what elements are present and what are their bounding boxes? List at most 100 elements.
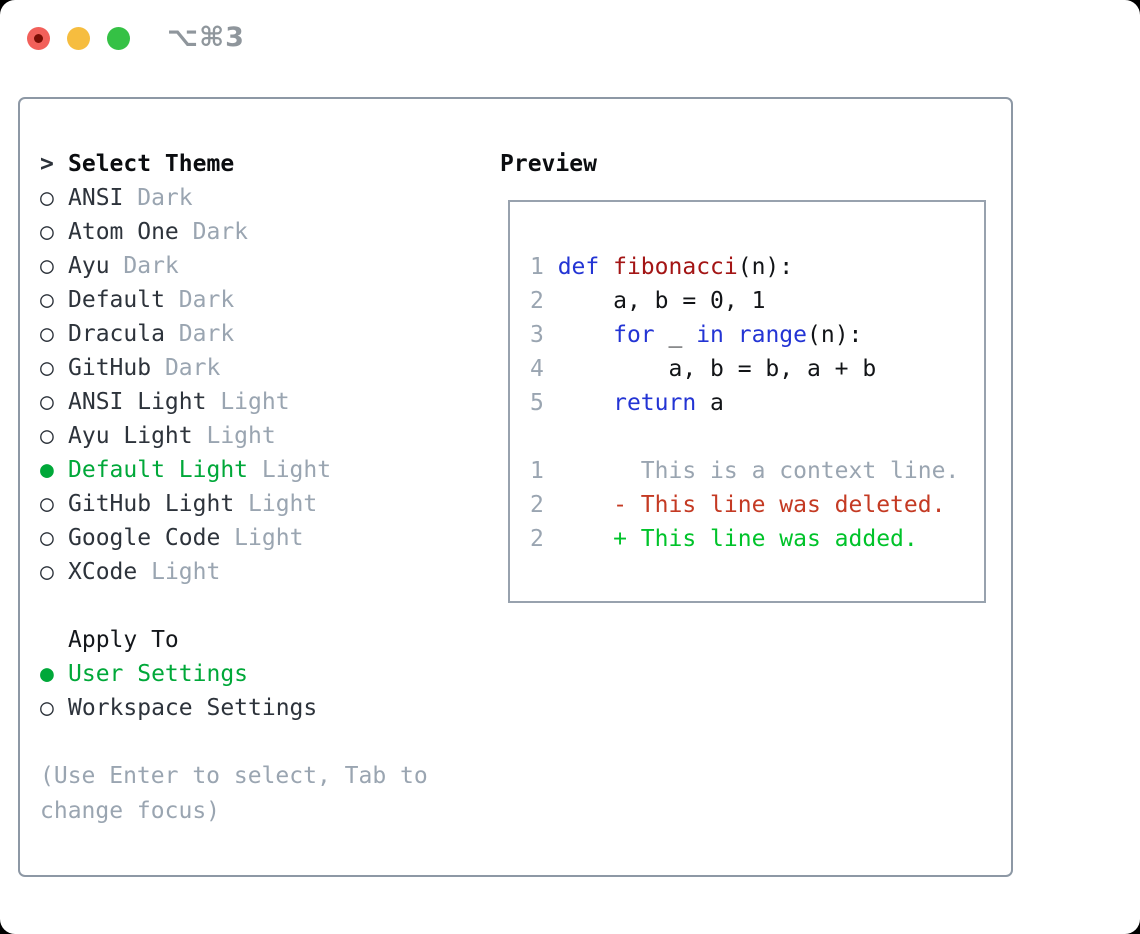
code-line: 1 def fibonacci(n):: [530, 250, 984, 284]
option-variant-label: Dark: [164, 287, 235, 313]
theme-list: ○ ANSI Dark ○ Atom One Dark ○ Ayu Dark ○ Defaul…: [40, 181, 500, 589]
focus-caret-icon: >: [40, 151, 54, 177]
main-panel: > Select Theme ○ ANSI Dark ○ Atom One Dark ○ A…: [18, 97, 1013, 877]
theme-option[interactable]: ○GitHub Light Light: [40, 487, 500, 521]
code-line: 2 a, b = 0, 1: [530, 284, 984, 318]
line-number: 2: [530, 526, 558, 552]
option-label: Ayu: [68, 253, 110, 279]
option-label: User Settings: [68, 661, 249, 687]
code-text: def fibonacci(n):: [557, 254, 794, 280]
window-title: ⌥⌘3: [167, 22, 245, 53]
zoom-button[interactable]: [107, 27, 130, 50]
theme-option[interactable]: ○ Ayu Light Light: [40, 419, 500, 453]
line-number: 1: [530, 458, 558, 484]
option-label: ANSI: [68, 185, 124, 211]
radio-icon: ●: [40, 457, 54, 483]
line-number: 1: [530, 254, 558, 280]
select-theme-heading-label: Select Theme: [68, 151, 235, 177]
theme-option[interactable]: ○ Ayu Dark: [40, 249, 500, 283]
diff-text: + This line was added.: [557, 526, 918, 552]
option-label: Default Light: [68, 457, 249, 483]
record-dot-icon: [34, 34, 43, 43]
radio-icon: ○: [40, 389, 54, 415]
minimize-button[interactable]: [67, 27, 90, 50]
code-line: 3 for _ in range(n):: [530, 318, 984, 352]
preview-column: Preview 1 def fibonacci(n):2 a, b = 0, 1…: [500, 147, 1011, 875]
radio-icon: ○: [40, 559, 54, 585]
theme-option[interactable]: ○ ANSI Light Light: [40, 385, 500, 419]
diff-text: This is a context line.: [557, 458, 960, 484]
spacer: [40, 589, 500, 623]
apply-to-heading-label: Apply To: [68, 627, 179, 653]
theme-option[interactable]: ● Default Light Light: [40, 453, 500, 487]
preview-spacer: [530, 420, 984, 454]
close-button[interactable]: [27, 27, 50, 50]
option-variant-label: Dark: [178, 219, 249, 245]
radio-icon: ○: [40, 287, 54, 313]
radio-icon: ○: [40, 253, 54, 279]
option-variant-label: Light: [206, 389, 290, 415]
radio-icon: ●: [40, 661, 54, 687]
diff-text: - This line was deleted.: [557, 492, 946, 518]
diff-preview: 1 This is a context line.2 - This line w…: [530, 454, 984, 556]
option-variant-label: Light: [248, 457, 332, 483]
radio-icon: ○: [40, 355, 54, 381]
option-label: Ayu Light: [68, 423, 193, 449]
theme-option[interactable]: ○Dracula Dark: [40, 317, 500, 351]
apply-option[interactable]: ○ Workspace Settings: [40, 691, 500, 725]
code-line: 5 return a: [530, 386, 984, 420]
diff-line: 2 - This line was deleted.: [530, 488, 984, 522]
radio-icon: ○: [40, 491, 54, 517]
window-titlebar: ⌥⌘3: [0, 0, 1140, 97]
option-variant-label: Light: [192, 423, 276, 449]
option-label: Google Code: [68, 525, 221, 551]
diff-line: 1 This is a context line.: [530, 454, 984, 488]
theme-option[interactable]: ○ Google Code Light: [40, 521, 500, 555]
radio-icon: ○: [40, 219, 54, 245]
theme-option[interactable]: ○ XCode Light: [40, 555, 500, 589]
code-text: for _ in range(n):: [613, 322, 863, 348]
option-variant-label: Dark: [164, 321, 235, 347]
option-label: Default: [68, 287, 165, 313]
option-label: Dracula: [68, 321, 165, 347]
radio-icon: ○: [40, 423, 54, 449]
traffic-lights: [27, 27, 130, 50]
apply-option[interactable]: ● User Settings: [40, 657, 500, 691]
radio-icon: ○: [40, 695, 54, 721]
code-text: return a: [613, 390, 724, 416]
option-label: GitHub: [68, 355, 152, 381]
option-variant-label: Light: [137, 559, 221, 585]
theme-option[interactable]: ○ GitHub Dark: [40, 351, 500, 385]
option-variant-label: Light: [220, 525, 304, 551]
line-number: 5: [530, 390, 558, 416]
option-label: ANSI Light: [68, 389, 207, 415]
code-text: a, b = b, a + b: [557, 356, 877, 382]
apply-to-list: ● User Settings ○ Workspace Settings: [40, 657, 500, 725]
line-number: 2: [530, 288, 558, 314]
radio-icon: ○: [40, 525, 54, 551]
line-number: 4: [530, 356, 558, 382]
apply-to-heading: Apply To: [40, 623, 500, 657]
theme-option[interactable]: ○ ANSI Dark: [40, 181, 500, 215]
code-text: a, b = 0, 1: [557, 288, 766, 314]
option-label: Workspace Settings: [68, 695, 318, 721]
radio-icon: ○: [40, 185, 54, 211]
theme-selector-column: > Select Theme ○ ANSI Dark ○ Atom One Dark ○ A…: [40, 147, 500, 875]
help-text: (Use Enter to select, Tab to change focu…: [40, 763, 428, 824]
theme-option[interactable]: ○ Atom One Dark: [40, 215, 500, 249]
code-line: 4 a, b = b, a + b: [530, 352, 984, 386]
option-variant-label: Light: [234, 491, 318, 517]
select-theme-heading: > Select Theme: [40, 147, 500, 181]
theme-option[interactable]: ○ Default Dark: [40, 283, 500, 317]
diff-line: 2 + This line was added.: [530, 522, 984, 556]
option-variant-label: Dark: [123, 185, 193, 211]
option-variant-label: Dark: [151, 355, 221, 381]
option-label: Atom One: [68, 219, 179, 245]
option-variant-label: Dark: [109, 253, 179, 279]
option-label: XCode: [68, 559, 138, 585]
apply-to-indent: [40, 623, 68, 657]
preview-heading: Preview: [500, 151, 597, 177]
